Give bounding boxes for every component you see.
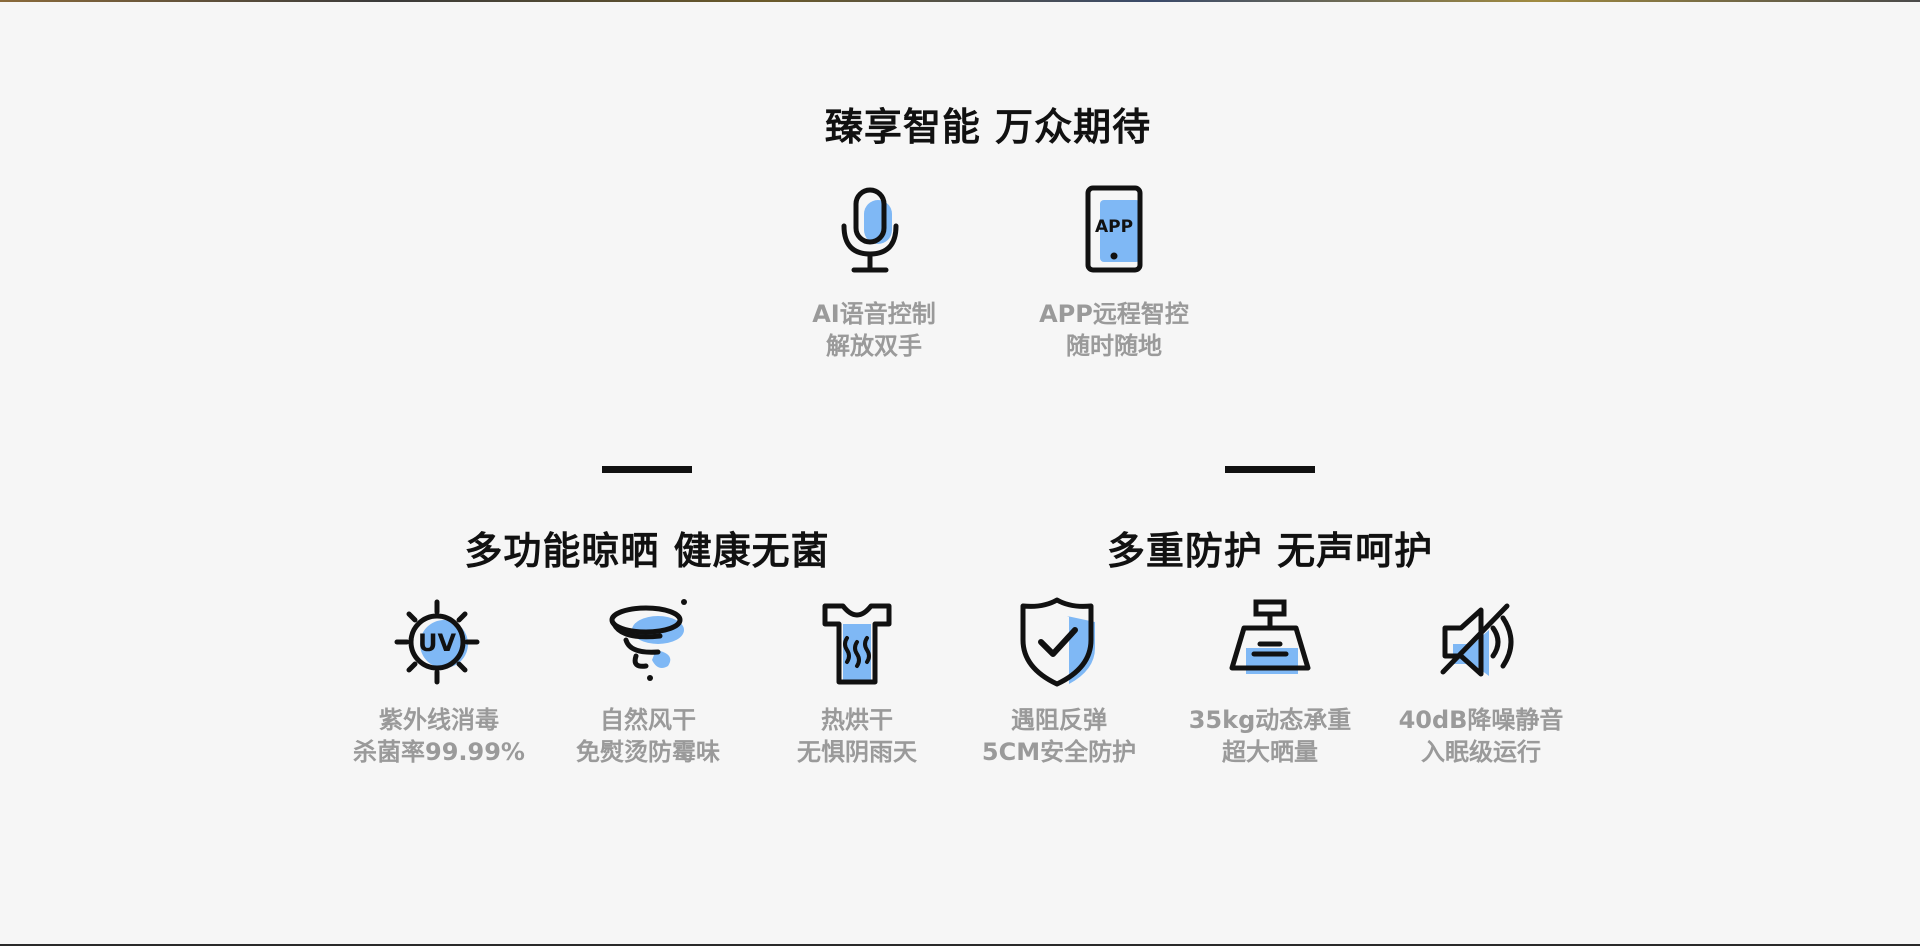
mute-speaker-icon <box>1440 603 1514 677</box>
feature-heat-dry-line2: 无惧阴雨天 <box>797 738 917 766</box>
feature-air-dry: 自然风干 免熨烫防霉味 <box>538 594 758 768</box>
feature-heat-dry: 热烘干 无惧阴雨天 <box>747 594 967 768</box>
feature-quiet-line2: 入眠级运行 <box>1421 738 1541 766</box>
uv-icon-text: UV <box>418 629 456 657</box>
feature-uv-line2: 杀菌率99.99% <box>353 738 525 766</box>
weight-icon <box>1229 599 1311 674</box>
shield-check-icon <box>1020 597 1095 687</box>
uv-sterilize-icon: UV <box>394 599 480 685</box>
air-dry-icon <box>609 599 687 681</box>
section-title-smart: 臻享智能 万众期待 <box>824 105 1152 149</box>
feature-uv-line1: 紫外线消毒 <box>379 706 499 734</box>
app-phone-icon: APP <box>1085 185 1143 273</box>
feature-air-dry-line2: 免熨烫防霉味 <box>576 738 720 766</box>
feature-app-line1: APP远程智控 <box>1039 300 1189 328</box>
section-title-drying: 多功能晾晒 健康无菌 <box>464 529 830 573</box>
feature-heat-dry-line1: 热烘干 <box>821 706 893 734</box>
app-icon-text: APP <box>1095 217 1133 237</box>
bottom-border <box>0 944 1920 946</box>
feature-safety-line2: 5CM安全防护 <box>981 738 1137 766</box>
feature-load-line1: 35kg动态承重 <box>1188 706 1352 734</box>
top-image-strip <box>0 0 1920 2</box>
feature-safety: 遇阻反弹 5CM安全防护 <box>949 594 1169 768</box>
divider-protection <box>1225 466 1315 473</box>
feature-air-dry-line1: 自然风干 <box>600 706 696 734</box>
feature-voice-line1: AI语音控制 <box>812 300 936 328</box>
feature-voice-line2: 解放双手 <box>826 332 922 360</box>
feature-app-control: APP APP远程智控 随时随地 <box>1004 182 1224 362</box>
feature-load: 35kg动态承重 超大晒量 <box>1160 594 1380 768</box>
microphone-icon <box>841 187 899 273</box>
feature-voice-control: AI语音控制 解放双手 <box>764 182 984 362</box>
feature-app-line2: 随时随地 <box>1066 332 1162 360</box>
heat-dry-shirt-icon <box>822 603 892 685</box>
feature-safety-line1: 遇阻反弹 <box>1011 706 1107 734</box>
feature-quiet-line1: 40dB降噪静音 <box>1398 706 1564 734</box>
section-title-protection: 多重防护 无声呵护 <box>1106 529 1434 573</box>
divider-drying <box>602 466 692 473</box>
feature-load-line2: 超大晒量 <box>1222 738 1318 766</box>
feature-quiet: 40dB降噪静音 入眠级运行 <box>1371 594 1591 768</box>
feature-uv: UV 紫外线消毒 杀菌率99.99% <box>329 594 549 768</box>
